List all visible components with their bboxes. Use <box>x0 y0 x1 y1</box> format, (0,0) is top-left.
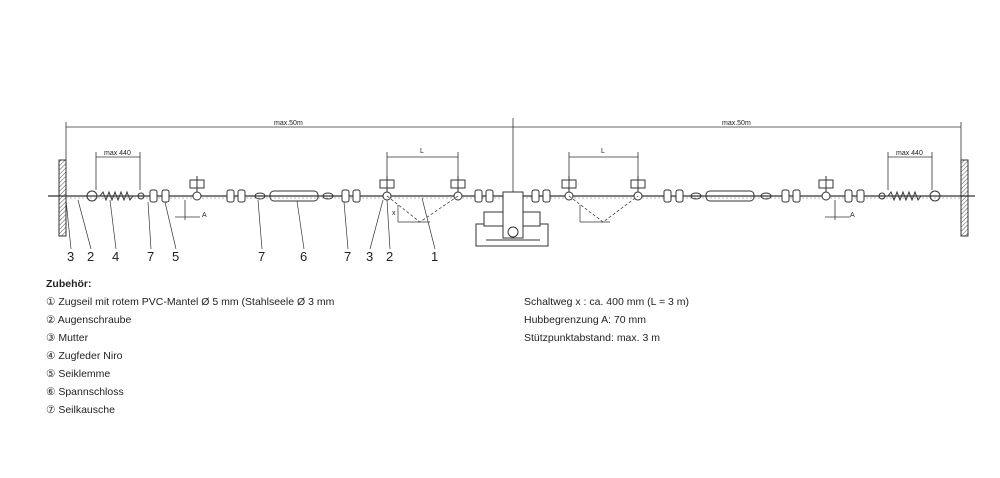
support-distance-left-label: L <box>420 148 424 155</box>
legend-item: ② Augenschraube <box>46 314 132 326</box>
turnbuckle-left <box>254 190 334 202</box>
legend-item: ⑥ Spannschloss <box>46 386 124 398</box>
legend-item: ⑤ Seiklemme <box>46 368 111 380</box>
rope-pull-switch <box>475 191 549 247</box>
stroke-limit-dimension <box>175 200 850 220</box>
callout-7: 7 <box>344 249 351 264</box>
span-left-label: max.50m <box>274 120 303 127</box>
callout-3: 3 <box>366 249 373 264</box>
legend-item: ③ Mutter <box>46 332 89 344</box>
callout-7: 7 <box>258 249 265 264</box>
callout-numbers: 3 2 4 7 5 7 6 7 3 2 1 <box>67 249 438 264</box>
right-wall-anchor <box>960 159 969 237</box>
accessories-legend: Zubehör: ① Zugseil mit rotem PVC-Mantel … <box>46 275 334 419</box>
rope-pull-switch-diagram: max.50m max.50m max 440 max 440 L L A A <box>48 118 975 264</box>
specifications: Schaltweg x : ca. 400 mm (L = 3 m) Hubbe… <box>524 293 689 347</box>
callout-4: 4 <box>112 249 119 264</box>
switch-travel-label: x <box>392 210 396 217</box>
span-dimension <box>65 118 962 196</box>
callout-3: 3 <box>67 249 74 264</box>
eye-bolt-supports <box>189 176 834 201</box>
switch-travel-dimension <box>397 205 610 223</box>
callout-6: 6 <box>300 249 307 264</box>
legend-title: Zubehör: <box>46 278 92 290</box>
turnbuckle-right <box>690 190 772 202</box>
callout-2: 2 <box>386 249 393 264</box>
left-wall-anchor <box>58 159 67 237</box>
legend-item: ④ Zugfeder Niro <box>46 350 123 362</box>
spring-max-right-label: max 440 <box>896 150 923 157</box>
stroke-limit-left-label: A <box>202 212 207 219</box>
callout-2: 2 <box>87 249 94 264</box>
callout-5: 5 <box>172 249 179 264</box>
rope-clamps <box>149 189 865 203</box>
legend-item: ⑦ Seilkausche <box>46 404 115 416</box>
callout-leaders <box>65 197 436 250</box>
spring-max-left-label: max 440 <box>104 150 131 157</box>
span-right-label: max.50m <box>722 120 751 127</box>
tension-spring-left <box>86 190 145 202</box>
spec-switch-travel: Schaltweg x : ca. 400 mm (L = 3 m) <box>524 296 690 308</box>
support-distance-right-label: L <box>601 148 605 155</box>
callout-1: 1 <box>431 249 438 264</box>
spec-support-distance: Stützpunktabstand: max. 3 m <box>524 332 660 344</box>
callout-7: 7 <box>147 249 154 264</box>
legend-item: ① Zugseil mit rotem PVC-Mantel Ø 5 mm (S… <box>46 296 335 308</box>
spec-stroke-limit: Hubbegrenzung A: 70 mm <box>524 314 646 326</box>
stroke-limit-right-label: A <box>850 212 855 219</box>
support-distance-dimension <box>386 152 639 180</box>
tension-spring-right <box>878 190 941 202</box>
spring-dimension <box>95 152 933 190</box>
